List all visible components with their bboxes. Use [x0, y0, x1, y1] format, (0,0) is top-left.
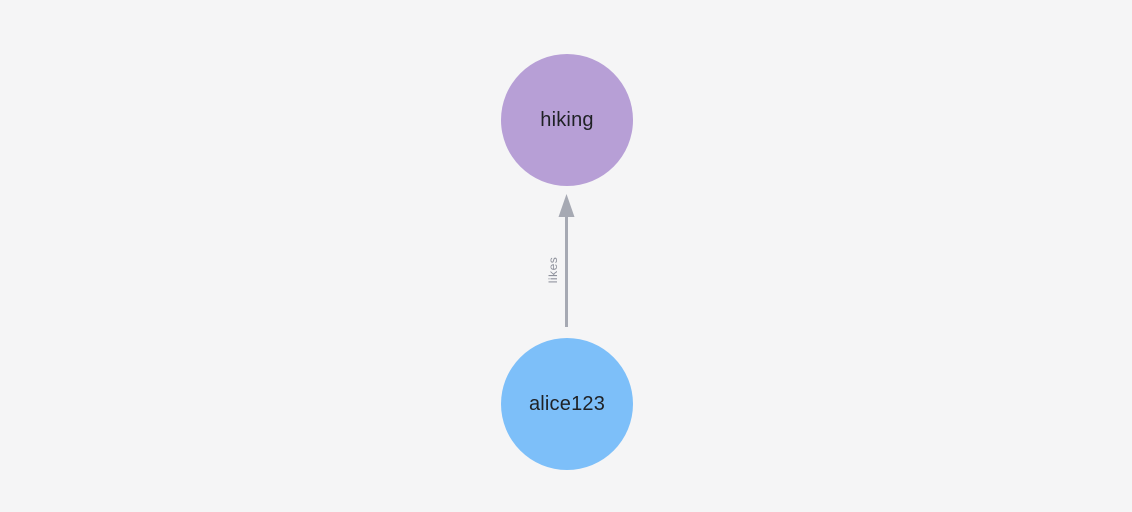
node-alice123-label: alice123	[528, 392, 606, 415]
arrowhead-icon	[558, 194, 575, 217]
node-alice123[interactable]: alice123	[501, 338, 633, 470]
edge-likes-label[interactable]: likes	[546, 256, 560, 284]
node-hiking[interactable]: hiking	[501, 54, 633, 186]
node-hiking-label: hiking	[540, 108, 594, 131]
edge-likes[interactable]	[540, 185, 594, 335]
